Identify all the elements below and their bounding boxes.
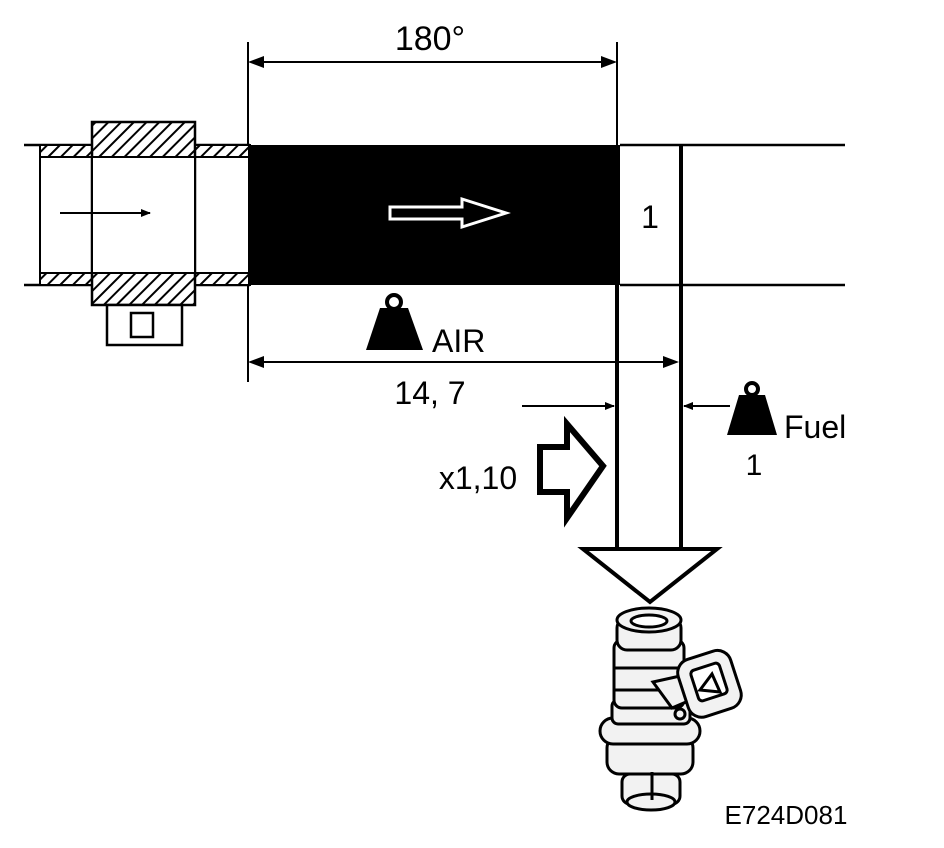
air-label: AIR: [432, 323, 485, 359]
air-weight-icon: [366, 293, 423, 350]
air-ratio-label: 14, 7: [394, 375, 465, 411]
air-mass-meter: [60, 120, 197, 347]
air-charge-block: [248, 145, 620, 285]
fuel-label: Fuel: [784, 409, 846, 445]
fuel-lines: [615, 145, 683, 550]
fuel-weight-icon: [727, 381, 777, 435]
fuel-injector-icon: [598, 606, 743, 812]
figure-code-label: E724D081: [725, 800, 848, 830]
cylinder-number-label: 1: [641, 199, 659, 235]
injection-arrow-icon: [577, 547, 723, 605]
correction-arrow-icon: [537, 415, 607, 528]
multiplier-label: x1,10: [439, 460, 517, 496]
ratio-dimension: [247, 285, 679, 382]
fuel-ratio-label: 1: [746, 449, 763, 482]
angle-label: 180°: [395, 20, 465, 58]
angle-dimension: [247, 42, 618, 145]
